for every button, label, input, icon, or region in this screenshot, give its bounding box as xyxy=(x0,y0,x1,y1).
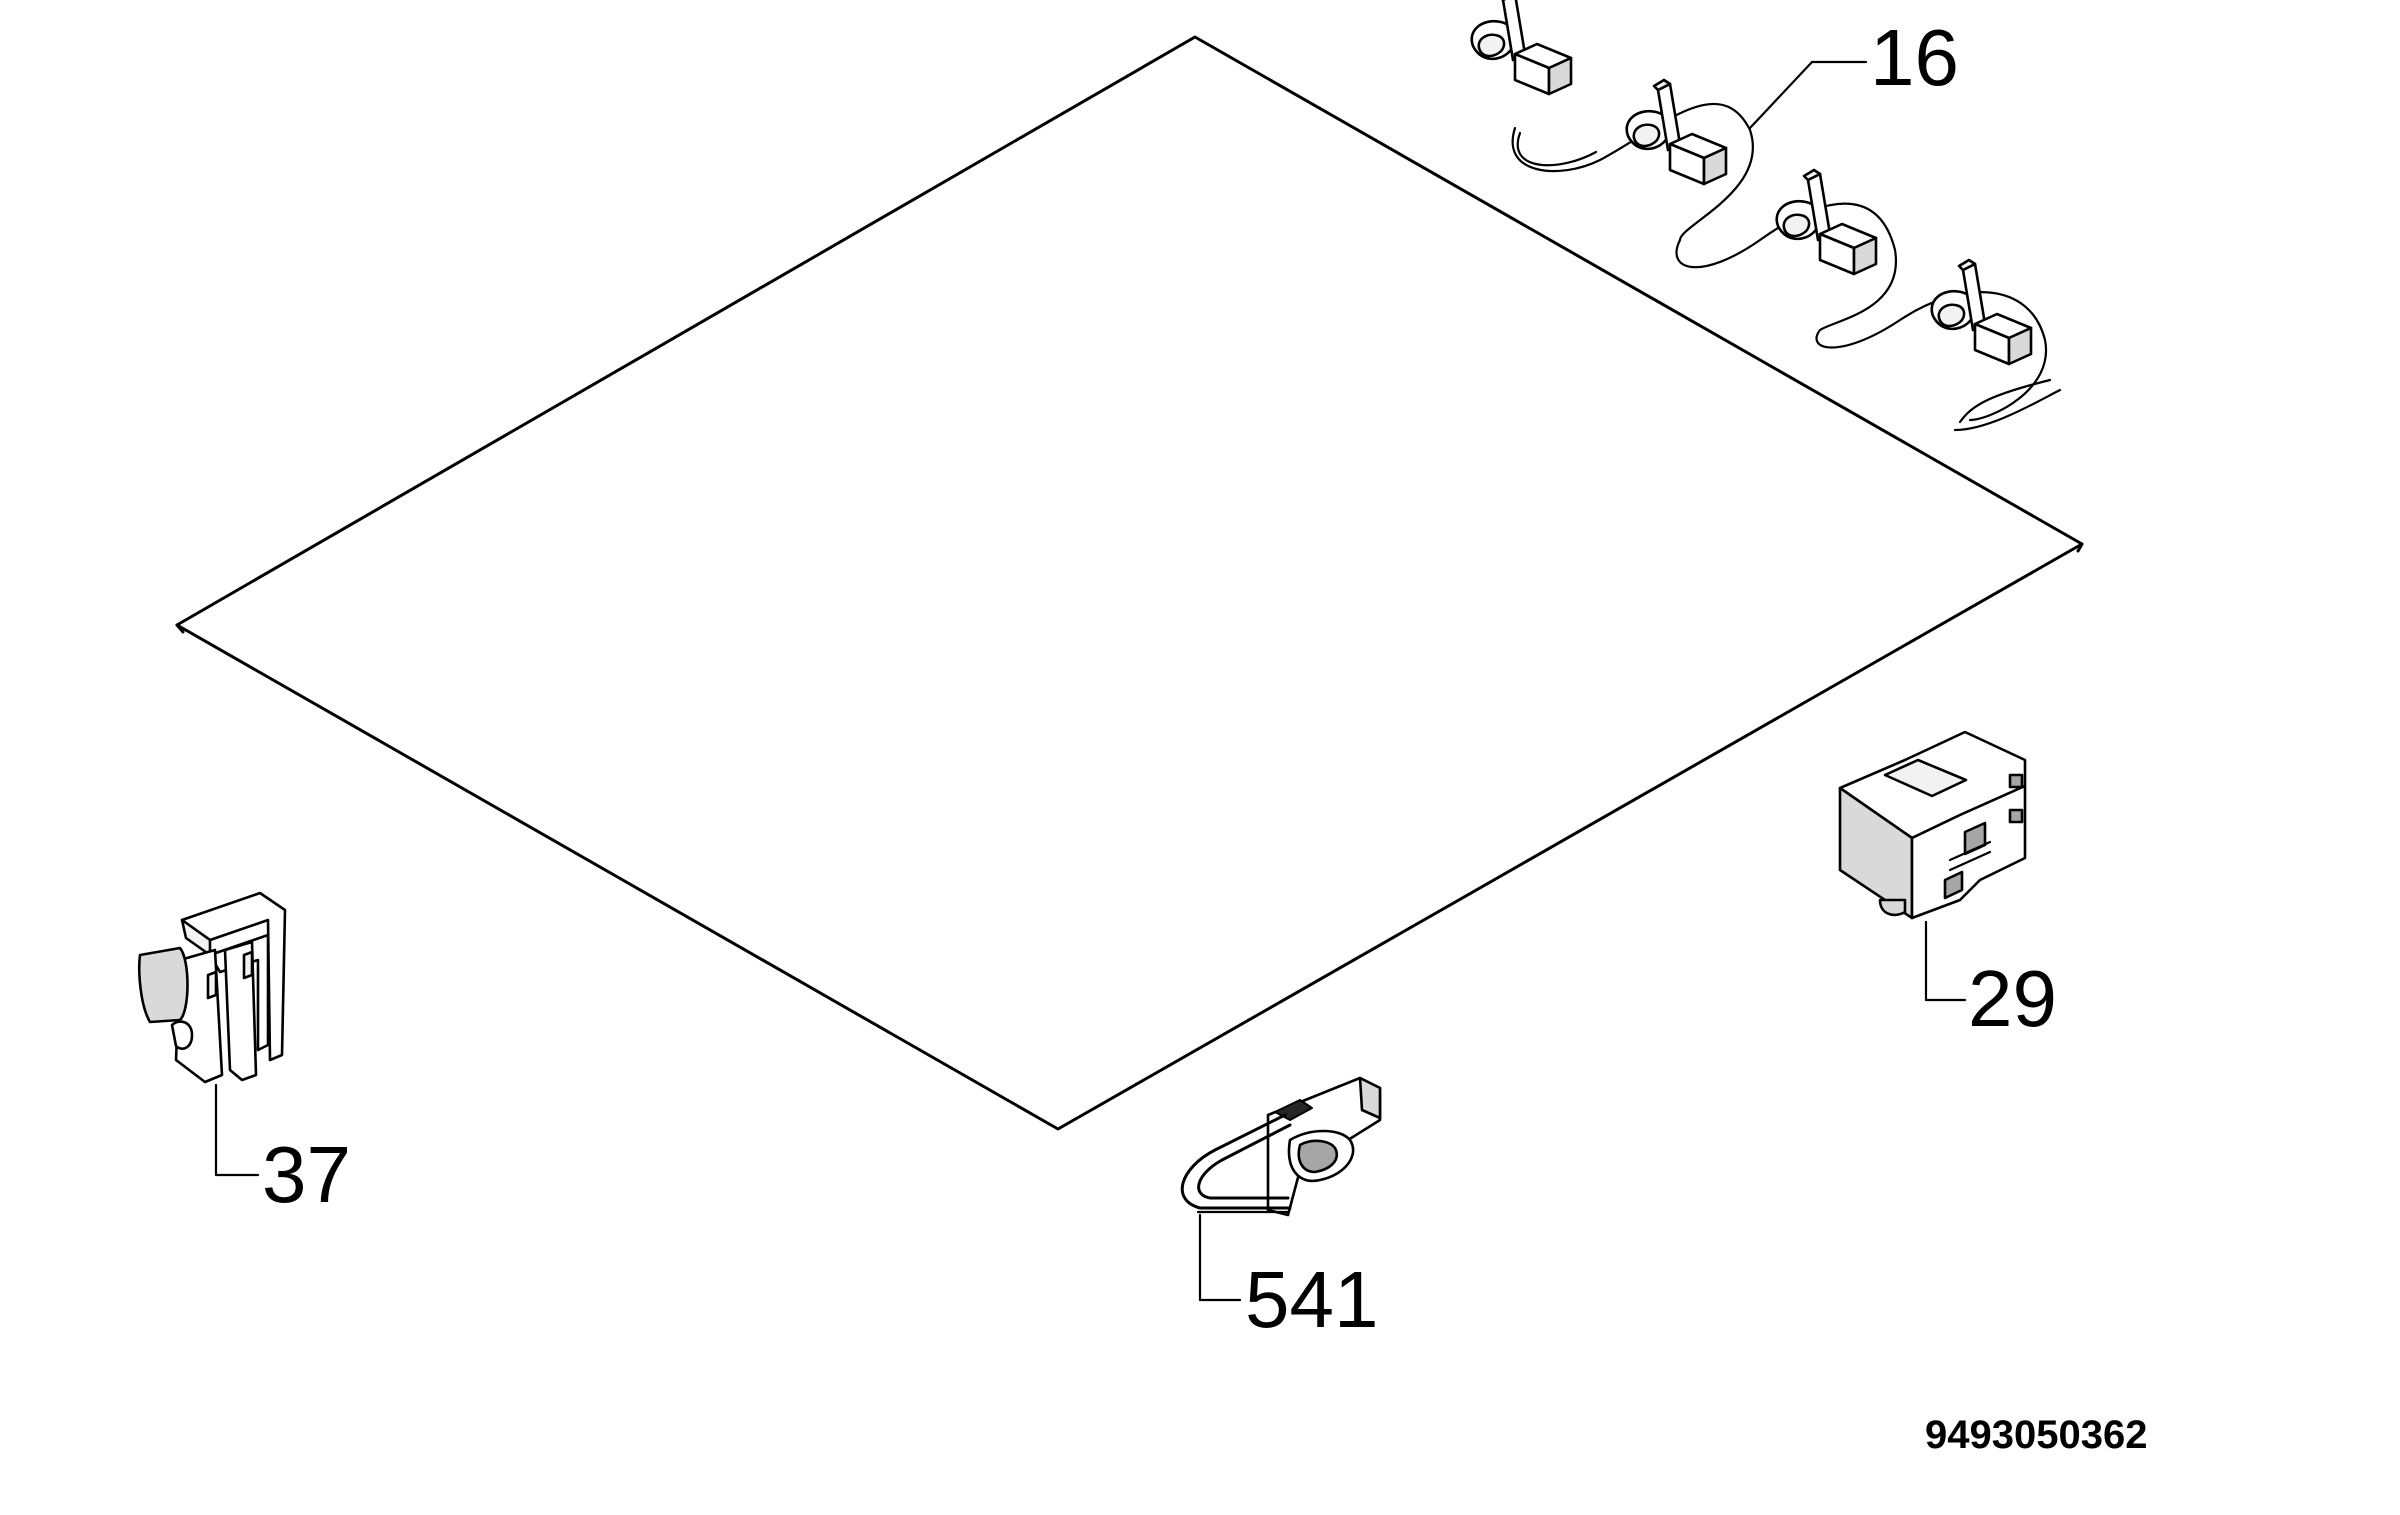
callout-541: 541 xyxy=(1245,1255,1378,1344)
leader-37 xyxy=(214,1083,260,1177)
callout-37: 37 xyxy=(262,1130,351,1219)
part-16-wire-clips xyxy=(1470,0,2062,432)
part-29-connector-block xyxy=(1838,730,2027,1002)
drawing-reference-code: 9493050362 xyxy=(1925,1413,2147,1457)
leader-16 xyxy=(1748,60,1868,130)
leader-29 xyxy=(1924,920,1967,1002)
panel-sheet xyxy=(175,35,2084,1131)
part-541-cable-clip xyxy=(1180,1076,1382,1302)
part-37-terminal-clip xyxy=(138,891,287,1177)
callout-29: 29 xyxy=(1968,954,2057,1043)
leader-541 xyxy=(1198,1213,1242,1302)
callout-16: 16 xyxy=(1870,13,1959,102)
